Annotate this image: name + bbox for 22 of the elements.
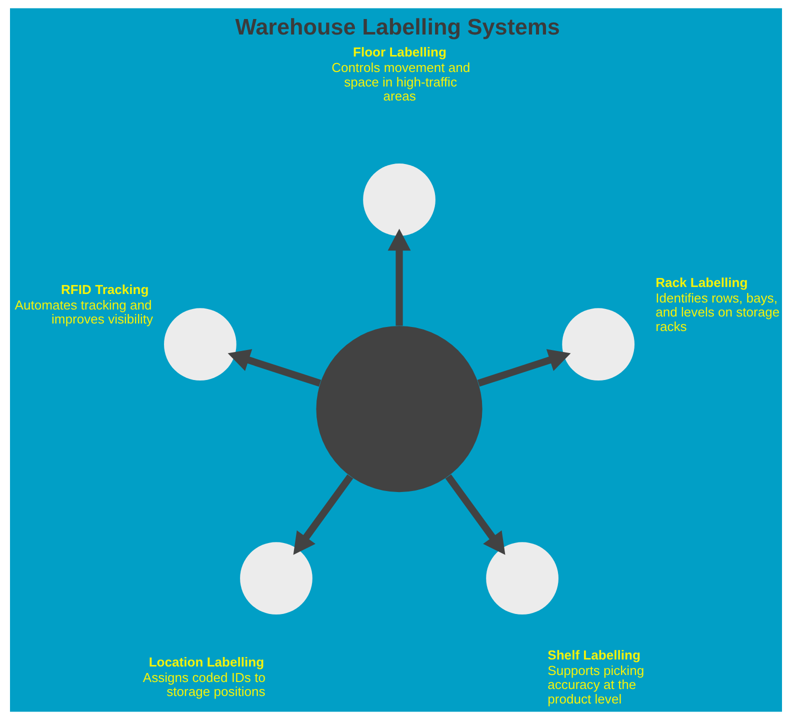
node-label: Assigns coded IDs to storage positions xyxy=(142,670,266,700)
node-circle xyxy=(363,164,436,236)
node-circle xyxy=(486,542,558,615)
arrow xyxy=(388,228,411,326)
node-label: Supports picking accuracy at the product level xyxy=(548,662,644,706)
node-label: Controls movement and space in high-traffic areas xyxy=(332,60,470,104)
node-label: Rack Labelling xyxy=(656,274,748,290)
arrow xyxy=(228,349,322,387)
arrow xyxy=(293,474,354,555)
arrow xyxy=(477,349,571,387)
node-label: Automates tracking and improves visibility xyxy=(14,297,154,327)
node-circle xyxy=(562,308,635,381)
arrow xyxy=(445,474,506,555)
node-circle xyxy=(164,308,236,381)
diagram-title: Warehouse Labelling Systems xyxy=(235,14,560,40)
node-label: Location Labelling xyxy=(148,654,264,670)
node-circle xyxy=(240,542,312,615)
node-label: RFID Tracking xyxy=(61,282,149,297)
node-label: Identifies rows, bays, and levels on storage racks xyxy=(656,290,780,334)
node-label: Shelf Labelling xyxy=(548,647,640,662)
node-circle xyxy=(316,326,482,492)
node-label: Floor Labelling xyxy=(352,44,447,60)
